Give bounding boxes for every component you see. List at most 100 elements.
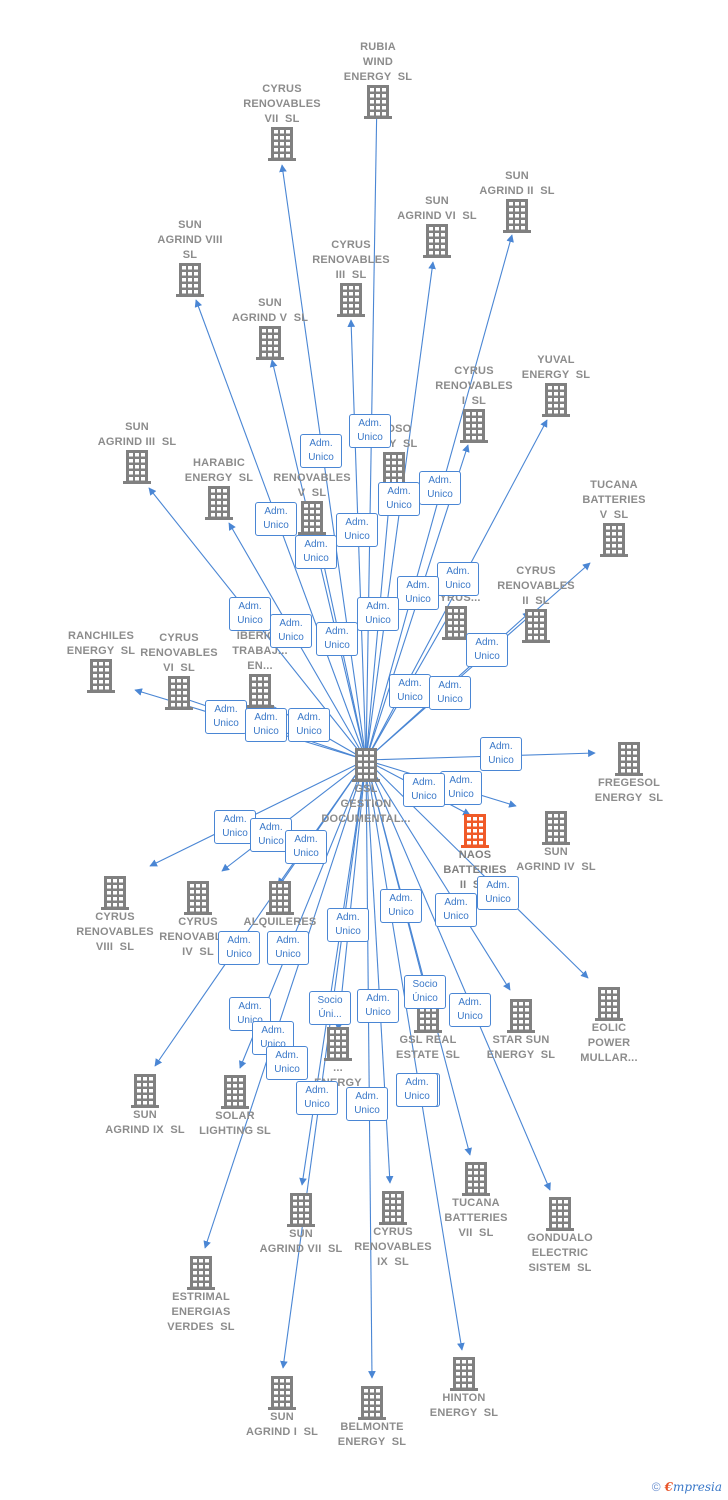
- role-badge[interactable]: Adm.Unico: [429, 676, 471, 710]
- role-badge[interactable]: Adm.Unico: [435, 893, 477, 927]
- badge-type: Unico: [485, 894, 511, 905]
- company-node-35[interactable]: ESTRIMAL ENERGIAS VERDES SL: [146, 1256, 256, 1335]
- company-node-12[interactable]: C... RENOVABLES V SL: [257, 456, 367, 535]
- company-label: CYRUS RENOVABLES I SL: [435, 365, 513, 407]
- role-badge[interactable]: Adm.Unico: [316, 622, 358, 656]
- role-badge[interactable]: Adm.Unico: [266, 1046, 308, 1080]
- building-icon: [507, 999, 535, 1033]
- company-node-17[interactable]: CYRUS RENOVABLES VI SL: [124, 631, 234, 710]
- role-badge[interactable]: Adm.Unico: [214, 810, 256, 844]
- company-label: CYRUS RENOVABLES VII SL: [243, 83, 321, 125]
- company-node-20[interactable]: SUN AGRIND IV SL: [501, 811, 611, 875]
- company-label: SUN AGRIND VI SL: [397, 195, 477, 222]
- company-node-10[interactable]: SUN AGRIND III SL: [82, 420, 192, 484]
- company-node-22[interactable]: CYRUS RENOVABLES VIII SL: [60, 876, 170, 955]
- company-node-25[interactable]: EOLIC POWER MULLAR...: [554, 987, 664, 1066]
- company-label: GONDUALO ELECTRIC SISTEM SL: [527, 1232, 593, 1274]
- role-badge[interactable]: Adm.Unico: [440, 771, 482, 805]
- role-badge[interactable]: Adm.Unico: [245, 708, 287, 742]
- role-badge[interactable]: Adm.Unico: [477, 876, 519, 910]
- company-node-3[interactable]: SUN AGRIND VI SL: [382, 194, 492, 258]
- building-icon: [352, 748, 380, 782]
- company-label: STAR SUN ENERGY SL: [486, 1034, 556, 1061]
- company-node-8[interactable]: CYRUS RENOVABLES I SL: [419, 364, 529, 443]
- company-node-1[interactable]: CYRUS RENOVABLES VII SL: [227, 82, 337, 161]
- company-node-26[interactable]: STAR SUN ENERGY SL: [466, 999, 576, 1063]
- badge-role: Adm.: [398, 678, 422, 689]
- edge-31: [365, 759, 472, 1156]
- role-badge[interactable]: Adm.Unico: [397, 576, 439, 610]
- role-badge[interactable]: Adm.Unico: [296, 1081, 338, 1115]
- role-badge[interactable]: Adm.Unico: [437, 562, 479, 596]
- role-badge[interactable]: Adm.Unico: [205, 700, 247, 734]
- company-node-31[interactable]: TUCANA BATTERIES VII SL: [421, 1162, 531, 1241]
- role-badge[interactable]: Adm.Unico: [346, 1087, 388, 1121]
- building-icon: [268, 1376, 296, 1410]
- badge-type: Unico: [357, 432, 383, 443]
- role-badge[interactable]: Adm.Unico: [229, 597, 271, 631]
- role-badge[interactable]: Adm. Unico: [389, 674, 431, 708]
- role-badge[interactable]: Adm.Unico: [288, 708, 330, 742]
- role-badge[interactable]: Adm.Unico: [270, 614, 312, 648]
- role-badge[interactable]: Adm.Unico: [419, 471, 461, 505]
- building-icon: [165, 676, 193, 710]
- badge-role: Adm.: [405, 1077, 429, 1088]
- company-node-32[interactable]: GONDUALO ELECTRIC SISTEM SL: [505, 1197, 615, 1276]
- role-badge[interactable]: Adm.Unico: [380, 889, 422, 923]
- company-node-19[interactable]: FREGESOL ENERGY SL: [574, 742, 684, 806]
- company-node-4[interactable]: SUN AGRIND VIII SL: [135, 218, 245, 297]
- building-icon: [221, 1075, 249, 1109]
- role-badge[interactable]: Adm.Unico: [327, 908, 369, 942]
- company-label: BELMONTE ENERGY SL: [337, 1421, 407, 1448]
- building-icon: [615, 742, 643, 776]
- company-node-7[interactable]: YUVAL ENERGY SL: [501, 353, 611, 417]
- badge-type: Unico: [296, 726, 322, 737]
- company-label: GSL REAL ESTATE SL: [396, 1034, 460, 1061]
- role-badge[interactable]: Adm.Unico: [255, 502, 297, 536]
- badge-type: Unico: [397, 692, 423, 703]
- company-node-2[interactable]: SUN AGRIND II SL: [462, 169, 572, 233]
- company-node-34[interactable]: CYRUS RENOVABLES IX SL: [338, 1191, 448, 1270]
- company-node-14[interactable]: CYRUS RENOVABLES II SL: [481, 564, 591, 643]
- company-node-11[interactable]: HARABIC ENERGY SL: [164, 456, 274, 520]
- building-icon: [87, 659, 115, 693]
- role-badge[interactable]: Adm.Unico: [300, 434, 342, 468]
- role-badge[interactable]: Adm.Unico: [449, 993, 491, 1027]
- company-node-0[interactable]: RUBIA WIND ENERGY SL: [323, 40, 433, 119]
- role-badge[interactable]: Adm.Unico: [295, 535, 337, 569]
- company-node-33[interactable]: SUN AGRIND VII SL: [246, 1193, 356, 1257]
- role-badge[interactable]: Adm.Unico: [378, 482, 420, 516]
- badge-type: Unico: [275, 949, 301, 960]
- company-node-5[interactable]: CYRUS RENOVABLES III SL: [296, 238, 406, 317]
- role-badge[interactable]: Adm.Unico: [218, 931, 260, 965]
- role-badge[interactable]: Adm.Unico: [267, 931, 309, 965]
- badge-type: Unico: [258, 836, 284, 847]
- company-node-37[interactable]: SUN AGRIND I SL: [227, 1376, 337, 1440]
- role-badge[interactable]: Adm.Unico: [285, 830, 327, 864]
- company-label: CYRUS RENOVABLES IX SL: [354, 1226, 432, 1268]
- center-company[interactable]: GSL GESTION DOCUMENTAL...: [311, 748, 421, 827]
- badge-role: Adm.: [336, 912, 360, 923]
- role-badge[interactable]: Adm.Unico: [480, 737, 522, 771]
- company-node-23[interactable]: CYRUS RENOVABLES IV SL: [143, 881, 253, 960]
- role-badge[interactable]: Adm.Unico: [466, 633, 508, 667]
- badge-role: Adm.: [223, 814, 247, 825]
- role-badge[interactable]: Adm.Unico: [357, 989, 399, 1023]
- company-node-29[interactable]: SUN AGRIND IX SL: [90, 1074, 200, 1138]
- role-badge[interactable]: Adm.Unico: [349, 414, 391, 448]
- company-node-16[interactable]: RANCHILES ENERGY SL: [46, 629, 156, 693]
- company-label: SUN AGRIND V SL: [231, 297, 309, 324]
- role-badge[interactable]: Adm.Unico: [396, 1073, 438, 1107]
- company-label: HINTON ENERGY SL: [429, 1392, 499, 1419]
- company-node-6[interactable]: SUN AGRIND V SL: [215, 296, 325, 360]
- company-node-30[interactable]: SOLAR LIGHTING SL: [180, 1075, 290, 1139]
- role-badge[interactable]: Adm.Unico: [403, 773, 445, 807]
- company-node-36[interactable]: HINTON ENERGY SL: [409, 1357, 519, 1421]
- building-icon: [460, 409, 488, 443]
- company-node-38[interactable]: BELMONTE ENERGY SL: [317, 1386, 427, 1450]
- role-badge[interactable]: Adm.Unico: [357, 597, 399, 631]
- role-badge[interactable]: Adm.Unico: [336, 513, 378, 547]
- company-node-13[interactable]: TUCANA BATTERIES V SL: [559, 478, 669, 557]
